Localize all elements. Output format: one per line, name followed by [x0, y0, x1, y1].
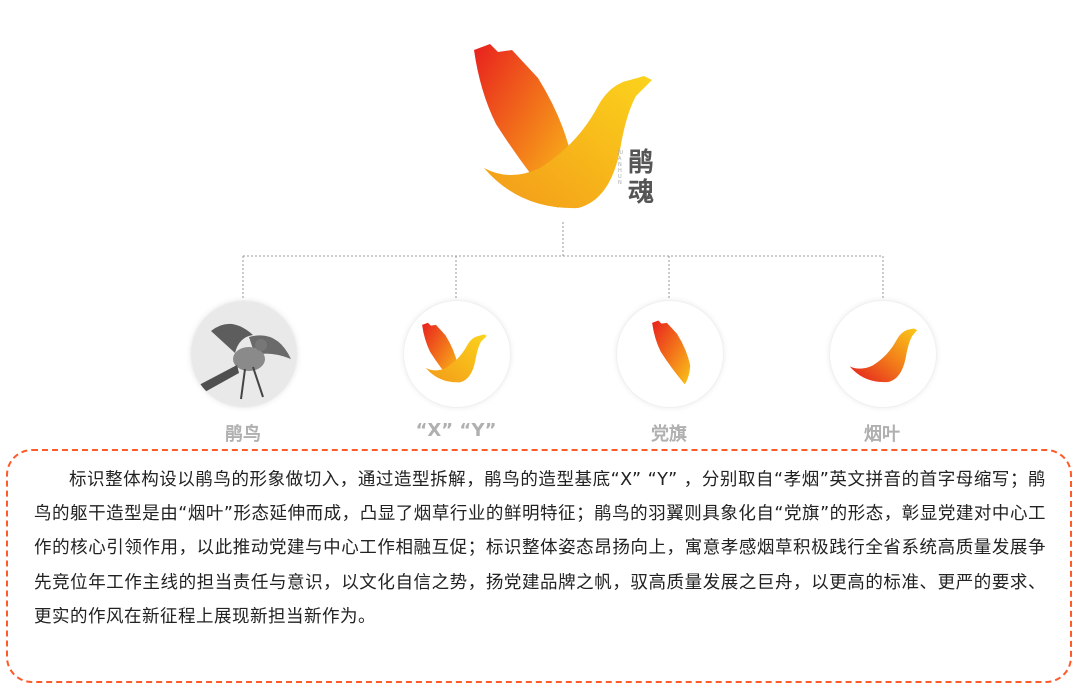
- leaf-circle: [829, 300, 937, 408]
- xy-logo-circle: [403, 300, 511, 408]
- logo-pinyin: JUAN HUN: [618, 150, 624, 186]
- tobacco-leaf-icon: [849, 328, 918, 383]
- logo-char-2: 魂: [628, 178, 655, 208]
- xy-logo-icon: [422, 322, 487, 383]
- caption-bird: 鹃鸟: [225, 424, 261, 445]
- logo-char-1: 鹃: [628, 148, 655, 178]
- caption-leaf: 烟叶: [864, 424, 900, 445]
- logo-chinese-name: 鹃 魂: [628, 148, 662, 208]
- caption-flag: 党旗: [651, 424, 687, 445]
- juanhun-logo: [474, 44, 652, 209]
- bird-photo-circle: [190, 300, 298, 408]
- caption-xy: “X” “Y”: [415, 420, 497, 441]
- flag-circle: [616, 300, 724, 408]
- party-flag-icon: [652, 320, 691, 385]
- logo-body-yellow: [484, 76, 652, 209]
- cuckoo-bird-image: [191, 301, 297, 407]
- description-box: 标识整体构设以鹃鸟的形象做切入，通过造型拆解，鹃鸟的造型基底“X” “Y” ，分…: [6, 449, 1072, 683]
- description-text: 标识整体构设以鹃鸟的形象做切入，通过造型拆解，鹃鸟的造型基底“X” “Y” ，分…: [34, 470, 1046, 627]
